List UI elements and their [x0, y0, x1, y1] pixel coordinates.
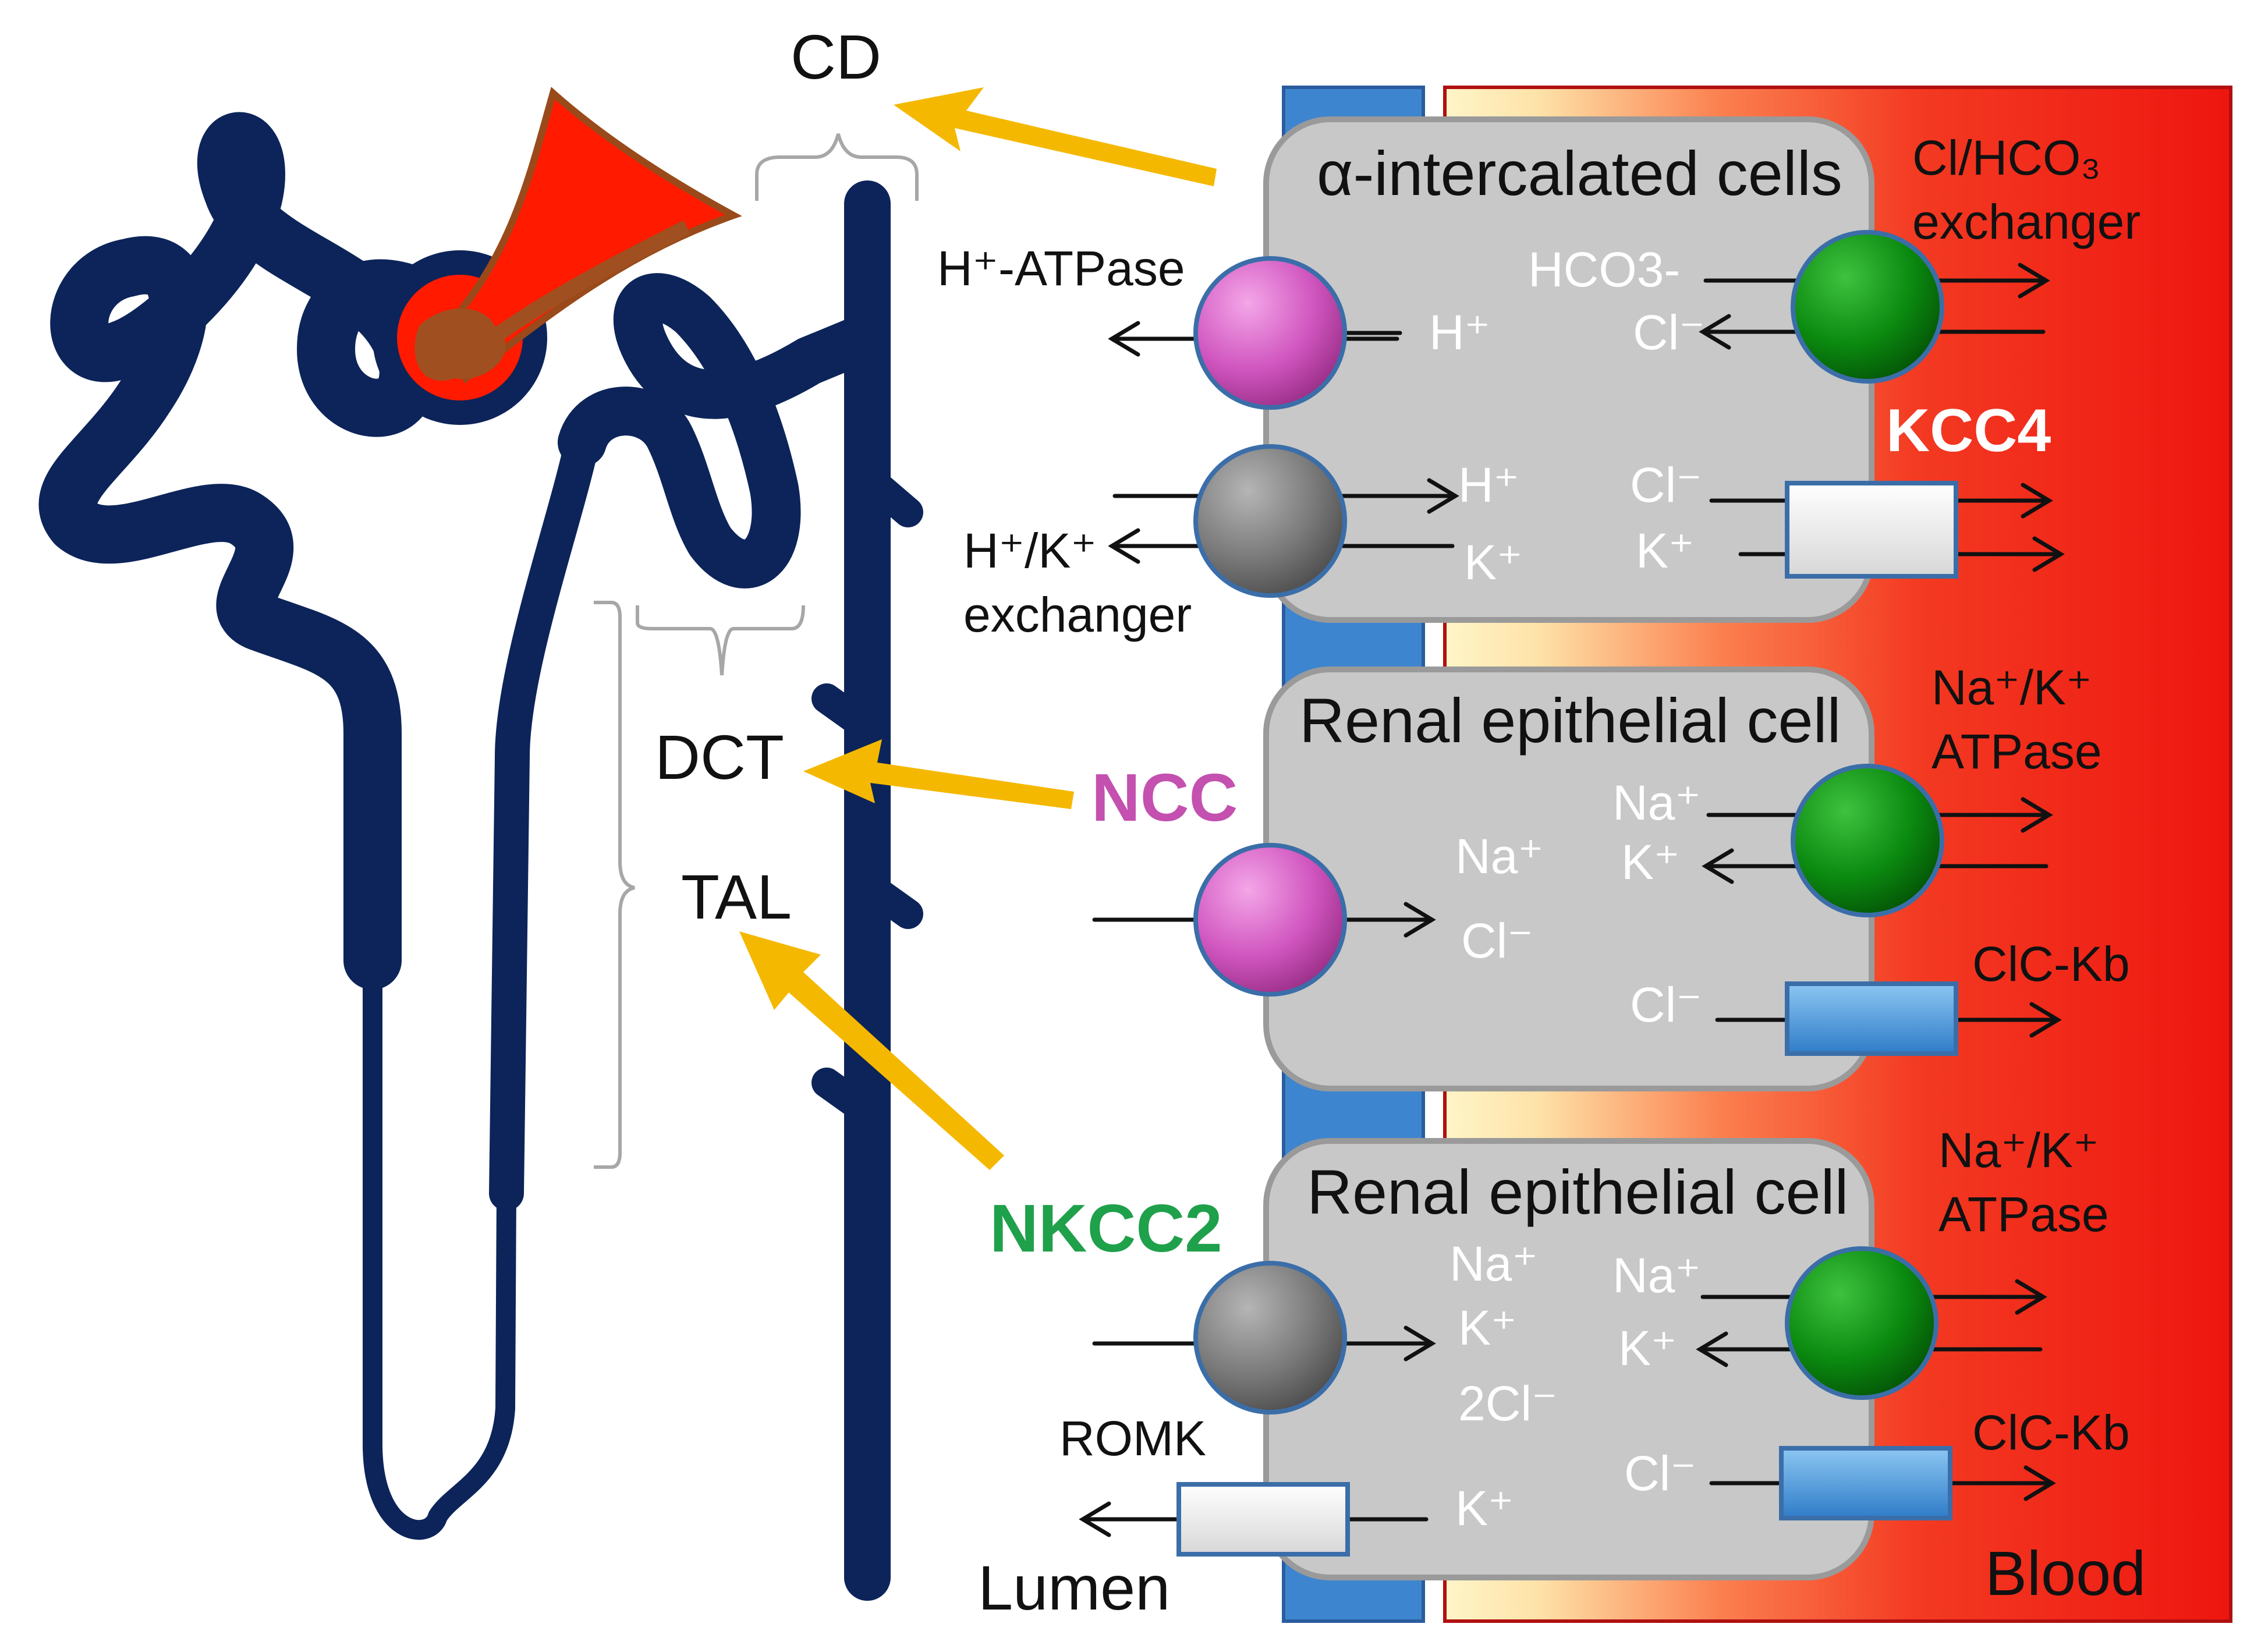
- hk-exchanger-label-1: H⁺/K⁺: [963, 523, 1097, 578]
- cl-ion: Cl⁻: [1633, 305, 1705, 360]
- renal-cell-title-2: Renal epithelial cell: [1307, 1157, 1849, 1227]
- kcc4-label: KCC4: [1886, 397, 2051, 465]
- capillary-tuft: [414, 309, 506, 381]
- thick-ascending-limb: [489, 425, 600, 1211]
- cl-hco3-label-1: Cl/HCO₃: [1912, 130, 2101, 185]
- k-ion: K⁺: [1464, 535, 1522, 590]
- na-ion: Na⁺: [1612, 775, 1701, 830]
- renal-cell-title-1: Renal epithelial cell: [1299, 685, 1841, 756]
- dct-bracket: [636, 605, 805, 676]
- lumen-label: Lumen: [978, 1552, 1170, 1623]
- cl-ion: Cl⁻: [1630, 458, 1702, 512]
- cl-hco3-exchanger-transporter: [1791, 230, 1944, 384]
- nak-atpase-label-1b: ATPase: [1932, 724, 2102, 779]
- hk-exchanger-transporter: [1193, 444, 1347, 598]
- h-ion: H⁺: [1429, 305, 1490, 360]
- cl-ion: Cl⁻: [1630, 977, 1702, 1032]
- cd-pointer-arrow: [894, 87, 1217, 186]
- tal-label: TAL: [681, 862, 792, 932]
- nak-atpase-transporter-2: [1785, 1246, 1938, 1400]
- dct-label: DCT: [655, 722, 784, 792]
- nak-atpase-label-1a: Na⁺/K⁺: [1932, 660, 2092, 715]
- nkcc2-label: NKCC2: [990, 1190, 1222, 1266]
- tal-pointer-arrow: [739, 931, 1004, 1170]
- k-ion: K⁺: [1458, 1300, 1516, 1355]
- k-ion: K⁺: [1618, 1321, 1677, 1376]
- clc-kb-label-2: ClC-Kb: [1972, 1405, 2130, 1460]
- clc-kb-channel-2: [1779, 1446, 1952, 1520]
- cd-branch: [811, 1068, 883, 1127]
- cl-ion: Cl⁻: [1461, 913, 1533, 968]
- k-ion: K⁺: [1621, 835, 1679, 889]
- transporter-names: H⁺-ATPase H⁺/K⁺ exchanger Cl/HCO₃ exchan…: [937, 130, 2140, 1466]
- nak-atpase-label-2a: Na⁺/K⁺: [1938, 1123, 2099, 1178]
- transporters: [1176, 230, 1958, 1557]
- cd-label: CD: [791, 22, 881, 92]
- cd-branch: [811, 683, 883, 743]
- pointer-arrows: [739, 87, 1217, 1170]
- romk-label: ROMK: [1059, 1411, 1206, 1466]
- cd-branch: [852, 462, 923, 527]
- h-atpase-label: H⁺-ATPase: [937, 241, 1185, 296]
- clc-kb-channel-1: [1785, 981, 1958, 1056]
- ion-labels: HCO3- H⁺ Cl⁻ H⁺ K⁺ Cl⁻ K⁺ Na⁺ K⁺ Na⁺ Cl⁻…: [1429, 242, 1705, 1536]
- kcc4-transporter: [1785, 481, 1958, 579]
- na-ion: Na⁺: [1455, 829, 1544, 884]
- h-atpase-transporter: [1193, 256, 1347, 410]
- tal-bracket: [594, 601, 635, 1169]
- glomerulus: [373, 87, 742, 425]
- dct-pointer-arrow: [803, 739, 1074, 809]
- k-ion: K⁺: [1455, 1481, 1514, 1536]
- hk-exchanger-label-2: exchanger: [963, 587, 1192, 642]
- h-ion: H⁺: [1458, 458, 1519, 512]
- hco3-ion: HCO3-: [1528, 242, 1680, 297]
- cl-hco3-label-2: exchanger: [1912, 194, 2140, 249]
- blood-label: Blood: [1985, 1538, 2146, 1608]
- distal-convoluted-tubule: [558, 273, 883, 589]
- cd-branch: [852, 870, 923, 929]
- nkcc2-transporter: [1193, 1261, 1347, 1415]
- cl-ion: Cl⁻: [1624, 1446, 1696, 1501]
- two-cl-ion: 2Cl⁻: [1458, 1376, 1557, 1431]
- clc-kb-label-1: ClC-Kb: [1972, 937, 2130, 991]
- cd-bracket: [755, 133, 919, 201]
- romk-channel: [1176, 1482, 1350, 1557]
- na-ion: Na⁺: [1449, 1236, 1538, 1291]
- afferent-arteriole: [438, 87, 742, 384]
- nak-atpase-transporter-1: [1791, 764, 1944, 917]
- k-ion: K⁺: [1636, 523, 1694, 578]
- loop-of-henle: [363, 951, 516, 1540]
- intercalated-cell-title: α-intercalated cells: [1317, 138, 1842, 208]
- ncc-transporter: [1193, 843, 1347, 997]
- ncc-label: NCC: [1091, 760, 1238, 835]
- na-ion: Na⁺: [1612, 1248, 1701, 1303]
- nak-atpase-label-2b: ATPase: [1938, 1187, 2109, 1242]
- proximal-tubule: [38, 112, 477, 990]
- brackets: [594, 133, 919, 1169]
